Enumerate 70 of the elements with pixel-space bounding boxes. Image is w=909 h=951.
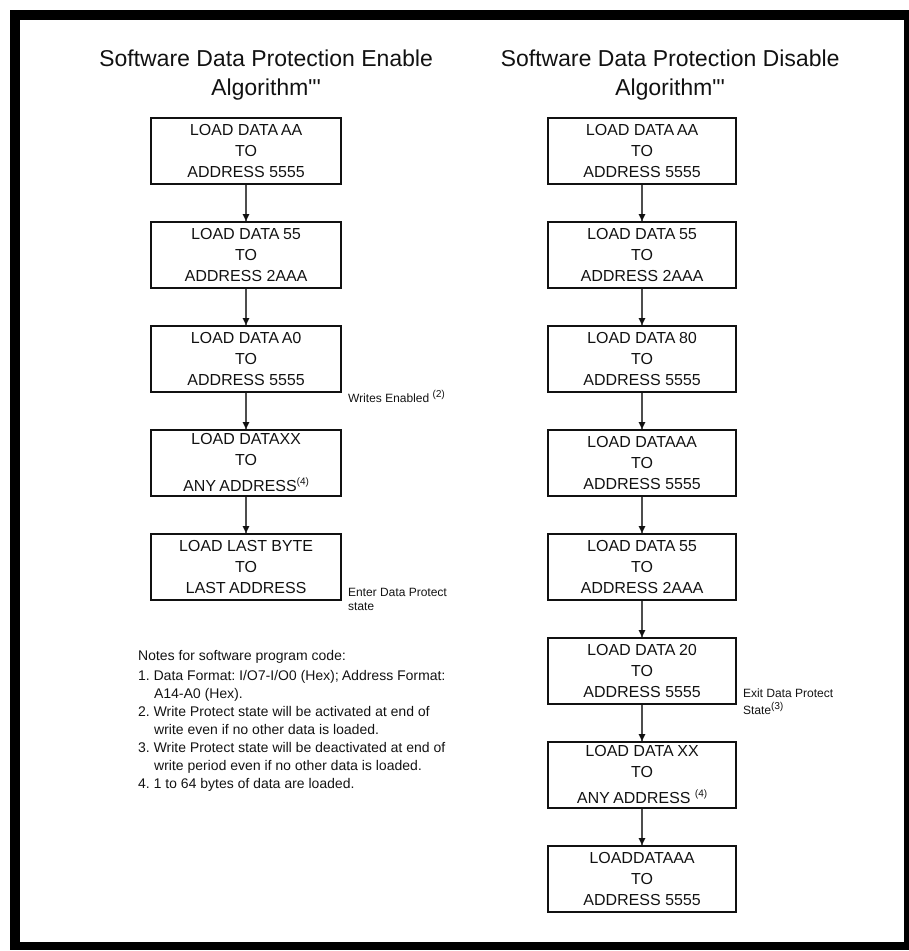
state-note: Writes Enabled $^{(2)}$: [348, 388, 446, 405]
step-text: TO: [631, 142, 653, 160]
process-box: [547, 533, 737, 601]
step-text: LAST ADDRESS: [186, 580, 306, 596]
step-text: TO: [631, 454, 653, 472]
step-text: LOAD DATAAA: [587, 434, 697, 450]
step-text: ADDRESS 5555: [187, 164, 305, 180]
step-text: ADDRESS 5555: [583, 684, 701, 700]
note-text: 1. Data Format: I/O7-I/O0 (Hex); Address Format: A14-A0 (Hex).: [138, 666, 446, 702]
step-text: ADDRESS 2AAA: [580, 580, 704, 596]
process-box: [547, 741, 737, 809]
note-text: 3. Write Protect state will be deactivated at end of write period even if no other data is loaded.: [138, 738, 446, 774]
state-note: Enter Data Protect state: [348, 585, 448, 613]
step-text: TO: [631, 662, 653, 680]
process-box: [547, 845, 737, 913]
step-text: LOAD DATA AA: [586, 122, 698, 138]
step-text: LOAD DATA 55: [587, 226, 697, 242]
arrow: [242, 289, 250, 325]
step-text: ADDRESS 5555: [187, 372, 305, 388]
step-text: TO: [235, 452, 257, 470]
step-text: TO: [631, 870, 653, 888]
arrow: [242, 185, 250, 221]
step-text: ADDRESS 5555: [583, 476, 701, 492]
process-box: [150, 429, 342, 497]
arrow: [638, 809, 646, 845]
step-text: TO: [631, 350, 653, 368]
notes-heading: Notes for software program code:: [138, 646, 347, 664]
step-text: TO: [631, 764, 653, 782]
step-text: LOAD DATA 20: [587, 642, 697, 658]
process-box: [547, 117, 737, 185]
step-text: TO: [631, 558, 653, 576]
arrow: [242, 497, 250, 533]
step-text: LOAD DATA 80: [587, 330, 697, 346]
step-text: ADDRESS 5555: [583, 164, 701, 180]
step-text: LOAD DATA A0: [190, 330, 302, 346]
step-text: ADDRESS 5555: [583, 892, 701, 908]
step-text: TO: [235, 558, 257, 576]
step-text: ANY ADDRESS$^{(4)}$: [183, 478, 309, 495]
step-text: LOAD LAST BYTE: [179, 538, 313, 554]
step-text: LOAD DATA AA: [190, 122, 302, 138]
step-text: TO: [235, 246, 257, 264]
arrow: [638, 497, 646, 533]
step-text: LOAD DATA 55: [191, 226, 301, 242]
flowchart-title: Software Data Protection Enable Algorithm"': [98, 44, 434, 102]
step-text: LOAD DATA XX: [585, 743, 699, 760]
step-text: LOADDATAAA: [589, 850, 695, 866]
note-text: 2. Write Protect state will be activated at end of write even if no other data is loaded.: [138, 702, 431, 738]
state-note: Exit Data Protect State$^{(3)}$: [743, 686, 834, 717]
arrow: [638, 705, 646, 741]
step-text: TO: [631, 246, 653, 264]
arrow: [638, 289, 646, 325]
process-box: [547, 221, 737, 289]
arrow: [242, 393, 250, 429]
step-text: ADDRESS 5555: [583, 372, 701, 388]
process-box: [150, 117, 342, 185]
arrow: [638, 393, 646, 429]
step-text: LOAD DATAXX: [191, 431, 301, 448]
step-text: ANY ADDRESS $^{(4)}$: [576, 790, 708, 807]
arrow: [638, 601, 646, 637]
note-text: 4. 1 to 64 bytes of data are loaded.: [138, 774, 356, 792]
process-box: [150, 221, 342, 289]
arrow: [638, 185, 646, 221]
process-box: [547, 325, 737, 393]
step-text: ADDRESS 2AAA: [580, 268, 704, 284]
step-text: LOAD DATA 55: [587, 538, 697, 554]
step-text: TO: [235, 142, 257, 160]
step-text: TO: [235, 350, 257, 368]
step-text: ADDRESS 2AAA: [184, 268, 308, 284]
process-box: [547, 429, 737, 497]
flowchart-title: Software Data Protection Disable Algorithm"': [500, 44, 840, 102]
